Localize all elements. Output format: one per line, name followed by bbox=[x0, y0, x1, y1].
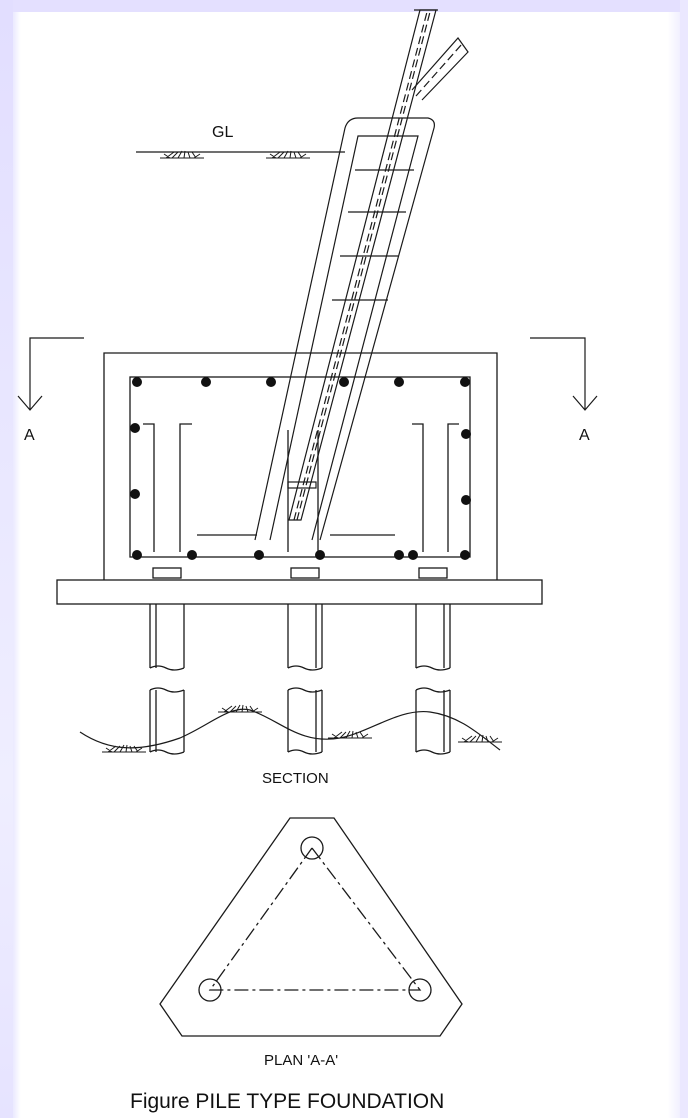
section-mark-right-label: A bbox=[579, 427, 590, 444]
ground-level-label: GL bbox=[212, 124, 233, 141]
plan-pile-right bbox=[408, 978, 432, 1002]
section-mark-left bbox=[17, 337, 84, 411]
soil-hatch bbox=[457, 734, 503, 743]
plan-title: PLAN 'A-A' bbox=[264, 1052, 338, 1069]
pile-cap bbox=[56, 352, 543, 605]
page-left-margin bbox=[0, 0, 13, 1118]
plan-view bbox=[159, 817, 463, 1037]
pile-left bbox=[149, 567, 185, 755]
pile-center-line bbox=[208, 847, 422, 991]
section-title: SECTION bbox=[262, 770, 329, 787]
soil-hatch bbox=[327, 730, 373, 739]
section-mark-left-label: A bbox=[24, 427, 35, 444]
soil-hatch bbox=[217, 704, 263, 713]
section-mark-right bbox=[530, 337, 598, 411]
figure-caption: Figure PILE TYPE FOUNDATION bbox=[130, 1090, 444, 1113]
plan-pile-top bbox=[300, 836, 324, 860]
page-right-margin bbox=[680, 0, 688, 1118]
rebar-dots bbox=[130, 377, 471, 560]
piles bbox=[149, 567, 451, 755]
pile-center bbox=[287, 567, 323, 755]
soil-hatch bbox=[101, 744, 147, 753]
plan-outline bbox=[159, 817, 463, 1037]
pile-right bbox=[415, 567, 451, 755]
page-top-margin bbox=[0, 0, 688, 12]
plan-pile-left bbox=[198, 978, 222, 1002]
inclined-stub bbox=[254, 9, 469, 541]
ground-profile bbox=[79, 704, 503, 753]
ground-level-line bbox=[136, 150, 345, 159]
